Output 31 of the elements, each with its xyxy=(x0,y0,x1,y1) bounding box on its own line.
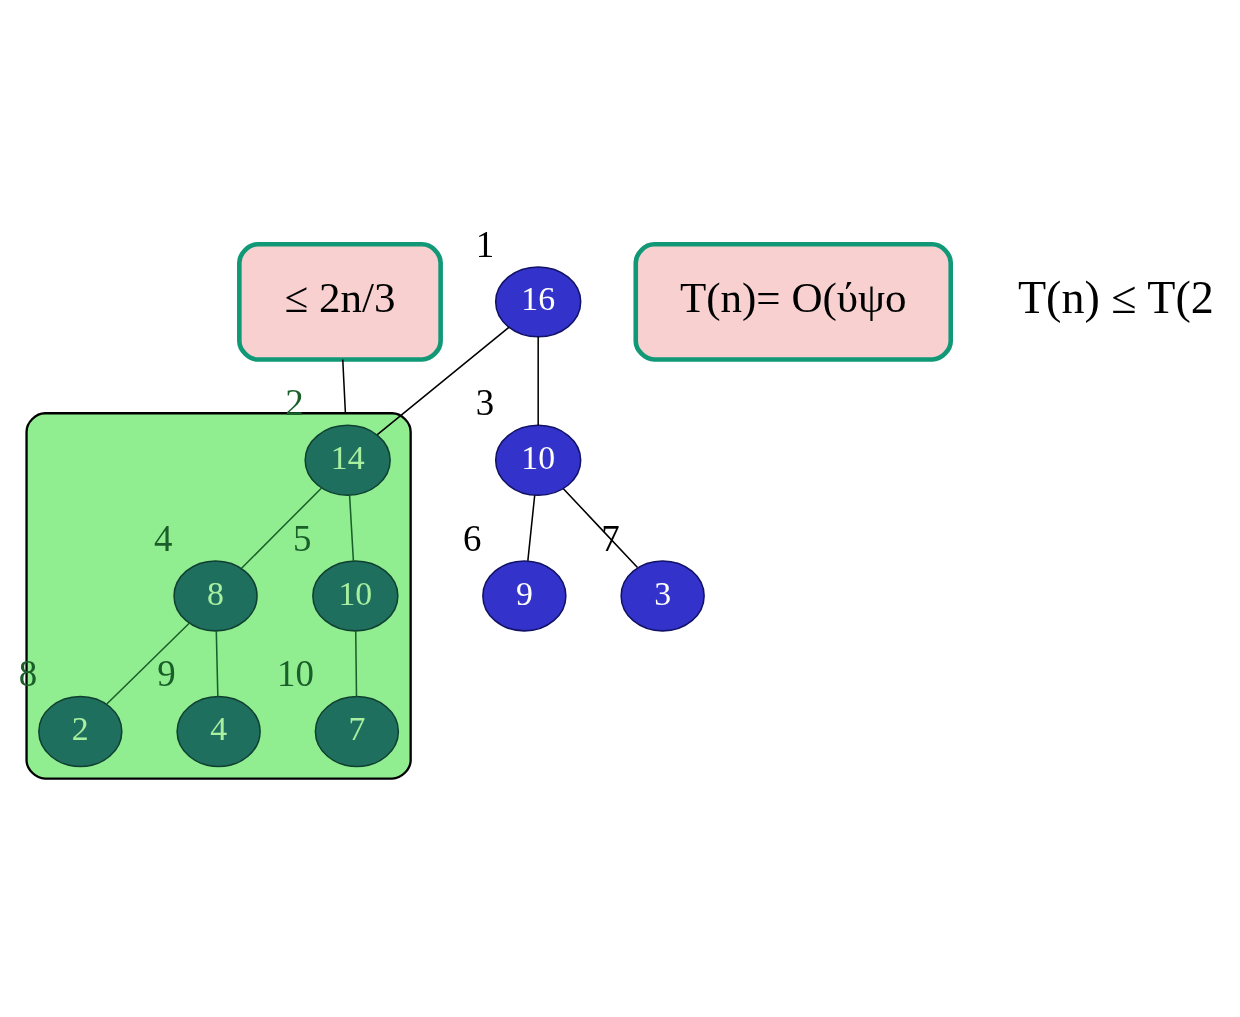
node-ellipse: 4 xyxy=(176,695,261,767)
node-label: 9 xyxy=(157,652,176,694)
node-ellipse: 10 xyxy=(312,559,399,632)
node-ellipse: 8 xyxy=(173,559,258,632)
connector xyxy=(215,629,219,697)
node-label: 4 xyxy=(154,517,173,559)
connector xyxy=(527,494,536,562)
node-label: 3 xyxy=(475,381,495,423)
connector xyxy=(562,487,639,568)
node-label: 5 xyxy=(293,517,312,559)
connector xyxy=(106,621,191,705)
node-ellipse: 7 xyxy=(314,695,400,767)
connector xyxy=(537,335,539,426)
node-label: 6 xyxy=(462,517,482,559)
node-box: T(n)= O(ύψο xyxy=(633,241,954,362)
connector xyxy=(376,326,510,435)
label: T(n) ≤ T(2 xyxy=(1017,271,1214,323)
connector xyxy=(240,486,323,569)
node-ellipse: 14 xyxy=(304,424,391,496)
node-ellipse: 10 xyxy=(494,424,582,496)
node-box: ≤ 2n/3 xyxy=(237,241,443,362)
node-label: 8 xyxy=(18,652,38,694)
connector xyxy=(342,358,347,414)
node-label: 10 xyxy=(276,652,314,694)
node-ellipse: 2 xyxy=(38,695,123,767)
connector xyxy=(354,629,358,697)
node-ellipse: 9 xyxy=(482,559,567,632)
node-label: 1 xyxy=(475,223,495,265)
node-ellipse: 16 xyxy=(494,265,582,338)
node-ellipse: 3 xyxy=(620,559,705,632)
connector xyxy=(348,494,355,562)
